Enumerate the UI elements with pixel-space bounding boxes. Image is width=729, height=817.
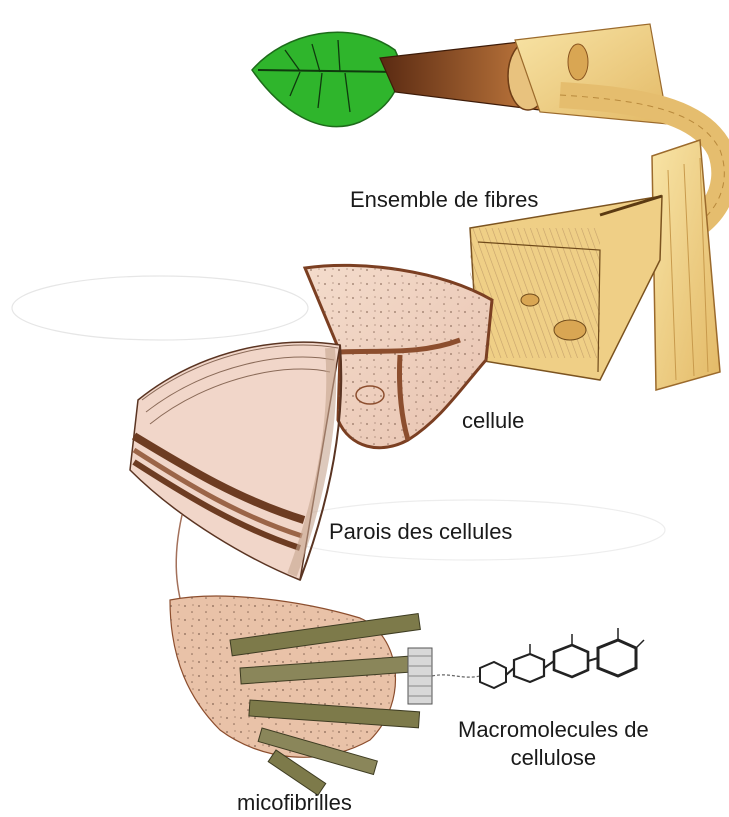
label-cellulose-macromolecules: Macromolecules de cellulose (458, 716, 649, 771)
fiber-bundle-block (470, 196, 662, 380)
leaf-icon (252, 32, 400, 126)
label-microfibrils: micofibrilles (237, 789, 352, 817)
label-cell-walls: Parois des cellules (329, 518, 512, 546)
label-cell: cellule (462, 407, 524, 435)
faint-ellipse (12, 276, 308, 340)
wood-plank (652, 140, 720, 390)
label-macromolecules-line2: cellulose (458, 744, 649, 772)
label-macromolecules-line1: Macromolecules de (458, 716, 649, 744)
label-fiber-bundle: Ensemble de fibres (350, 186, 538, 214)
cell-wall-layers (130, 342, 341, 580)
cellulose-chain (432, 628, 644, 688)
